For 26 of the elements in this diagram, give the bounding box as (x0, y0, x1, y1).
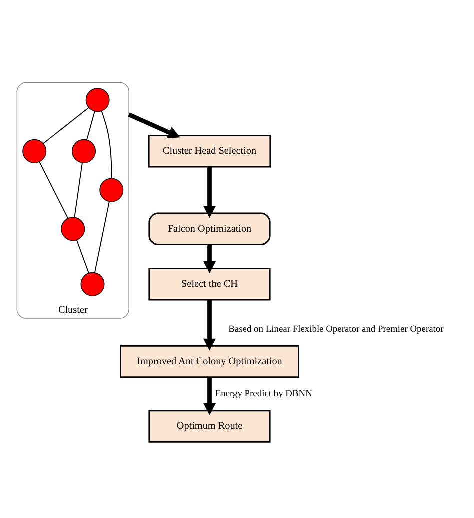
arrow (203, 377, 216, 415)
edge-label: Energy Predict by DBNN (215, 389, 312, 400)
arrow (203, 300, 216, 350)
node-circle (22, 138, 47, 163)
node-circle (72, 138, 96, 163)
arrow (203, 166, 216, 218)
connector (94, 200, 110, 273)
node-circle (86, 88, 110, 112)
node-circle (61, 216, 86, 241)
node-circle (100, 178, 124, 202)
connector (76, 239, 90, 274)
arrow (203, 244, 216, 273)
connector (86, 110, 96, 140)
connector (74, 162, 83, 218)
node-box: Optimum Route (148, 410, 271, 442)
arrow (128, 112, 180, 138)
node-box: Falcon Optimization (148, 212, 271, 246)
edge-label: Based on Linear Flexible Operator and Premier Operator (228, 324, 444, 334)
cluster: Cluster (16, 82, 130, 318)
node-box: Select the CH (148, 268, 271, 300)
connector (39, 161, 69, 218)
connector (43, 106, 90, 144)
node-box: Improved Ant Colony Optimization (120, 344, 300, 378)
connector (101, 110, 112, 179)
node-circle (80, 272, 105, 296)
node-box: Cluster Head Selection (148, 134, 272, 168)
